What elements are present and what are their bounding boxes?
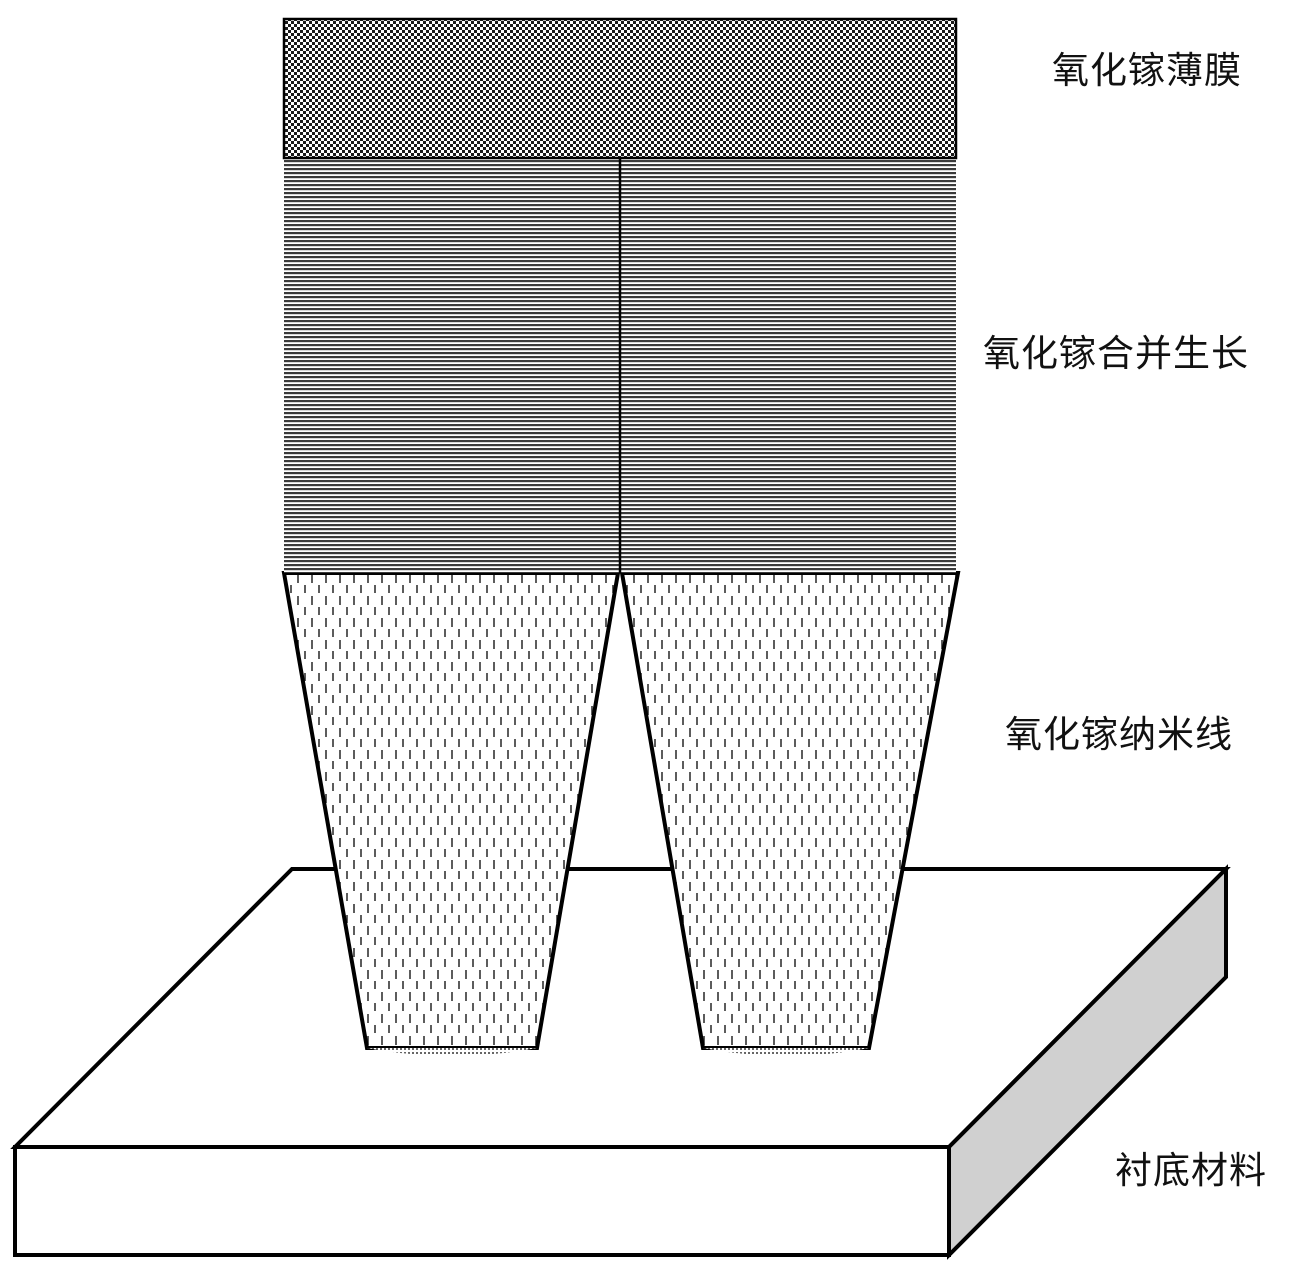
substrate-front-face	[13, 1145, 951, 1257]
nanowire-label: 氧化镓纳米线	[1005, 713, 1233, 756]
nanowire-right-tip	[703, 1048, 869, 1056]
thin-film-label: 氧化镓薄膜	[1052, 49, 1242, 92]
thin-film-layer	[284, 19, 956, 158]
film-outline	[282, 17, 958, 160]
merged-growth-layer	[284, 158, 956, 573]
substrate-label: 衬底材料	[1115, 1149, 1267, 1192]
substrate	[10, 864, 1231, 1260]
merged-growth-label: 氧化镓合并生长	[983, 332, 1249, 375]
nanowires	[281, 571, 961, 1056]
nanowire-left-tip	[367, 1048, 537, 1056]
merged-growth-right	[620, 158, 956, 573]
merged-growth-left	[284, 158, 620, 573]
